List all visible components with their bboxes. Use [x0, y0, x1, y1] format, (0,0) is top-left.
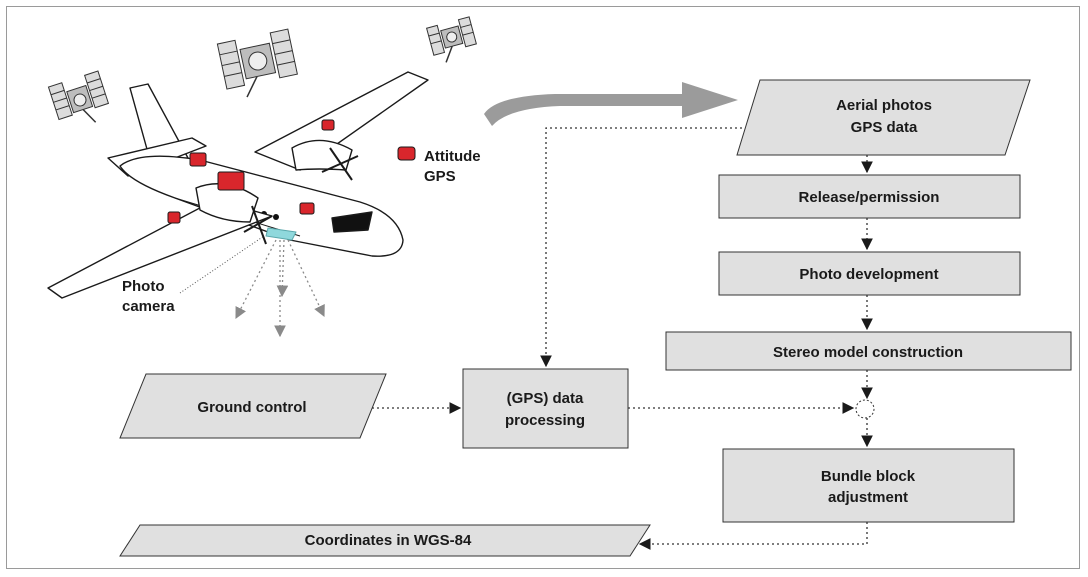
node-bundle-block: Bundle block adjustment [722, 448, 1015, 523]
aerial-photos-line1: Aerial photos [836, 97, 932, 114]
bundle-label-line2: adjustment [828, 489, 908, 506]
gps-processing-line2: processing [505, 412, 585, 429]
node-stereo-model: Stereo model construction [665, 331, 1072, 371]
node-gps-processing: (GPS) data processing [462, 368, 629, 449]
photo-development-label: Photo development [799, 266, 938, 283]
sensor-markers [167, 119, 335, 224]
satellite-icon-left [47, 70, 110, 123]
camera-label-line2: camera [122, 298, 175, 315]
transfer-arrow [484, 82, 738, 126]
junction-node [855, 399, 875, 419]
release-label: Release/permission [799, 189, 940, 206]
satellite-icon-center [216, 28, 298, 98]
node-ground-control: Ground control [119, 373, 387, 439]
legend-label-line1: Attitude [424, 148, 481, 165]
camera-label-line1: Photo [122, 278, 165, 295]
aircraft-illustration [47, 71, 429, 299]
stereo-model-label: Stereo model construction [773, 344, 963, 361]
attitude-gps-marker-icon [397, 146, 416, 161]
node-aerial-photos: Aerial photos GPS data [736, 79, 1031, 156]
bundle-label-line1: Bundle block [821, 468, 916, 485]
flow-connectors [372, 127, 873, 550]
aerial-photos-line2: GPS data [851, 119, 918, 136]
satellite-icon-right [425, 16, 477, 63]
gps-processing-line1: (GPS) data [507, 390, 584, 407]
node-release-permission: Release/permission [718, 174, 1021, 219]
node-photo-development: Photo development [718, 251, 1021, 296]
ground-control-label: Ground control [197, 399, 306, 416]
camera-leader-line [179, 235, 265, 294]
coordinates-label: Coordinates in WGS-84 [305, 532, 472, 549]
node-coordinates: Coordinates in WGS-84 [119, 524, 651, 557]
legend-label-line2: GPS [424, 168, 456, 185]
figure-frame [6, 6, 1080, 569]
camera-rays [235, 239, 325, 338]
